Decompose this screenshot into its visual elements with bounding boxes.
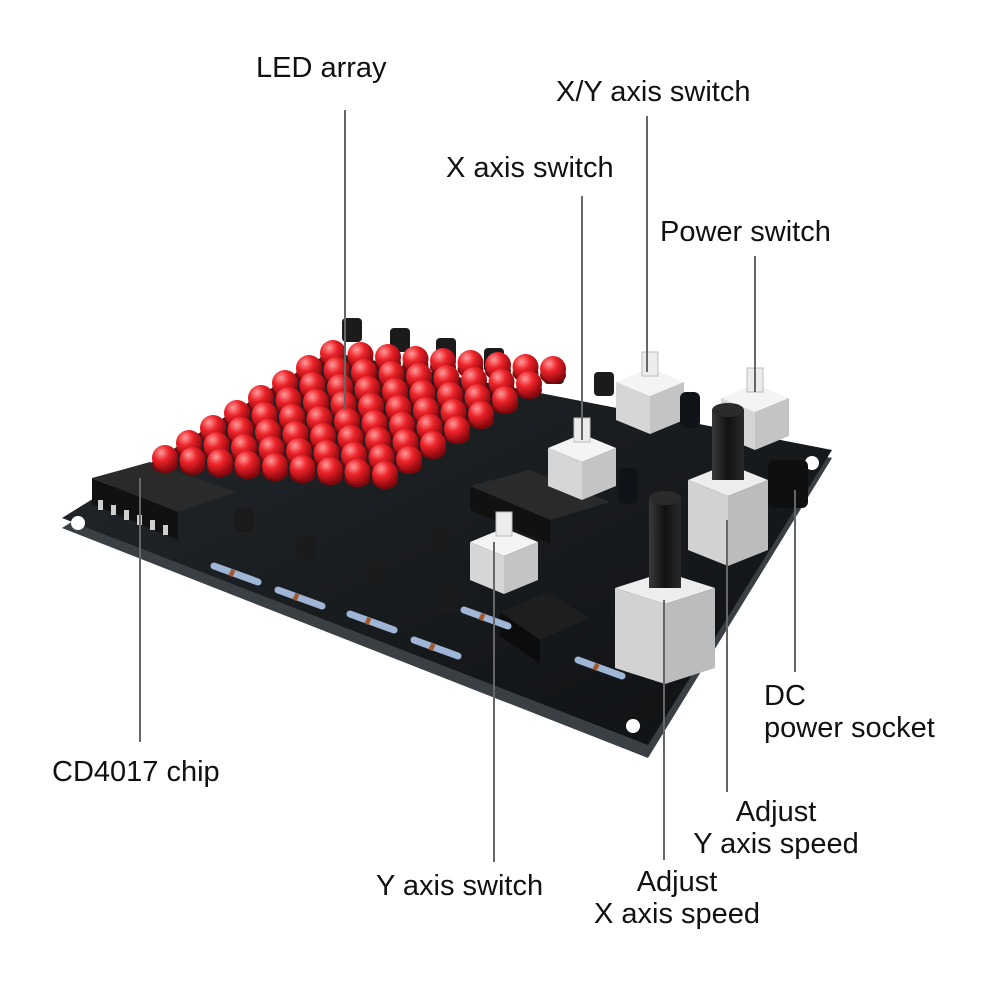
mounting-hole <box>626 719 640 733</box>
resistor-band <box>428 642 436 652</box>
ic-pin <box>150 520 155 530</box>
push-switch-icon <box>582 448 616 500</box>
mounting-hole <box>71 516 85 530</box>
push-switch-icon <box>504 542 538 594</box>
label-adjust-y-speed-line1: Adjust <box>735 796 817 828</box>
transistor-icon <box>296 536 316 560</box>
transistor-icon <box>234 508 254 532</box>
ic-chip-icon <box>470 470 610 520</box>
push-switch-icon <box>755 398 789 450</box>
label-y-axis-switch: Y axis switch <box>376 870 544 902</box>
label-led-array: LED array <box>256 52 387 84</box>
label-adjust-x-speed: Adjust X axis speed <box>582 866 772 930</box>
led-icon <box>152 445 178 471</box>
led-icon <box>289 455 316 481</box>
push-switch-icon <box>470 542 504 594</box>
led-icon <box>396 446 422 472</box>
knob-top <box>712 403 744 417</box>
dc-jack-icon <box>768 460 808 508</box>
label-dc-power-socket-line2: power socket <box>764 712 935 744</box>
resistor-icon <box>346 610 398 634</box>
push-switch-icon <box>616 382 650 434</box>
label-adjust-y-speed-line2: Y axis speed <box>693 828 859 860</box>
knob-icon <box>712 410 744 480</box>
resistor-icon <box>210 562 262 586</box>
potentiometer-icon <box>688 480 728 566</box>
ic-pin <box>163 525 168 535</box>
ic-pin <box>124 510 129 520</box>
ic-pin <box>98 500 103 510</box>
led-icon <box>492 386 518 412</box>
label-adjust-y-speed: Adjust Y axis speed <box>686 796 866 860</box>
ic-chip-icon <box>92 478 178 540</box>
push-switch-icon <box>548 448 582 500</box>
push-switch-icon-plunger <box>641 351 659 377</box>
led-icon <box>444 416 470 442</box>
transistor-icon <box>430 528 450 552</box>
led-icon <box>468 401 494 427</box>
capacitor-icon <box>680 392 700 428</box>
transistor-icon <box>366 562 386 586</box>
resistor-band <box>478 612 486 622</box>
resistor-icon <box>574 656 626 680</box>
potentiometer-icon <box>728 480 768 566</box>
led-icon <box>420 431 446 457</box>
knob-icon <box>649 498 681 588</box>
led-icon <box>540 356 566 382</box>
transistor-icon <box>390 328 410 352</box>
label-dc-power-socket: DC power socket <box>764 680 935 744</box>
push-switch-icon <box>650 382 684 434</box>
led-icon <box>516 371 542 397</box>
led-icon <box>207 449 233 475</box>
ic-chip-icon <box>500 592 588 640</box>
transistor-icon <box>438 588 458 612</box>
knob-top <box>649 491 681 505</box>
label-cd4017-chip: CD4017 chip <box>52 756 220 788</box>
transistor-icon <box>594 372 614 396</box>
capacitor-icon <box>618 468 638 504</box>
resistor-icon <box>410 636 462 660</box>
ic-chip-icon <box>92 462 236 512</box>
led-icon <box>372 461 398 487</box>
resistor-icon <box>274 586 326 610</box>
resistor-band <box>364 616 372 626</box>
label-adjust-x-speed-line1: Adjust <box>636 866 718 898</box>
ic-pin <box>111 505 116 515</box>
label-xy-axis-switch: X/Y axis switch <box>556 76 751 108</box>
push-switch-icon-plunger <box>495 511 513 537</box>
led-icon <box>179 447 206 473</box>
mounting-hole <box>805 456 819 470</box>
led-icon <box>317 457 343 483</box>
potentiometer-icon <box>665 588 715 684</box>
resistor-band <box>292 592 300 602</box>
led-icon <box>344 459 371 485</box>
led-icon <box>234 451 261 477</box>
label-x-axis-switch: X axis switch <box>446 152 614 184</box>
resistor-icon <box>460 606 512 630</box>
resistor-band <box>592 662 600 672</box>
resistor-band <box>228 568 236 578</box>
label-power-switch: Power switch <box>660 216 831 248</box>
led-icon <box>262 453 288 479</box>
label-dc-power-socket-line1: DC <box>764 680 806 712</box>
transistor-icon <box>342 318 362 342</box>
label-adjust-x-speed-line2: X axis speed <box>593 898 761 930</box>
potentiometer-icon <box>615 588 665 684</box>
